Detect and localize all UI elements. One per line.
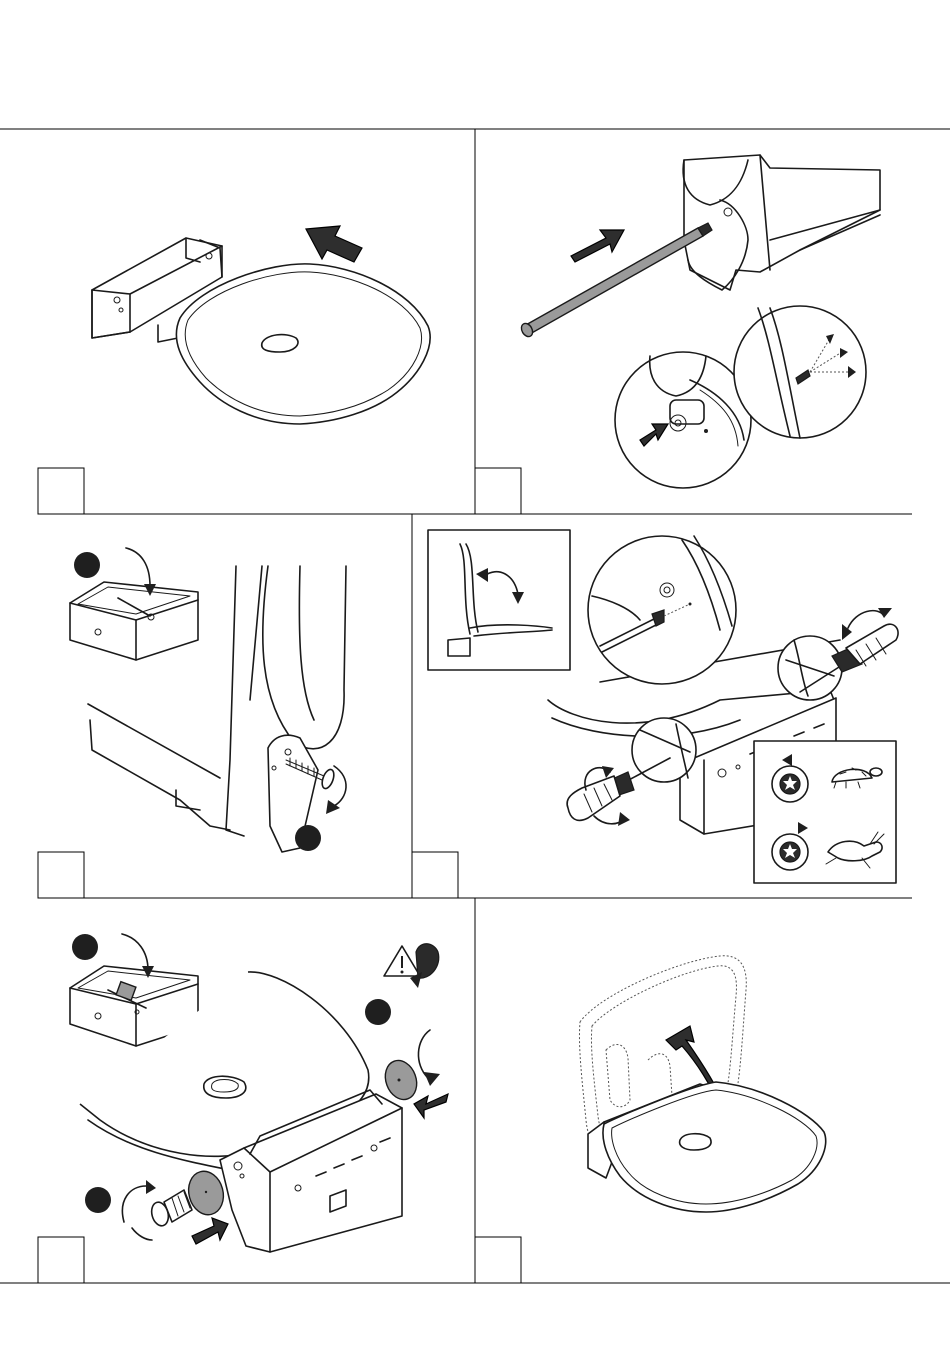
step-marker-1 xyxy=(72,934,98,960)
step-marker-1 xyxy=(74,552,100,578)
panel-mount-seat xyxy=(92,226,430,424)
zoom-circle-right xyxy=(778,636,842,700)
seat-down xyxy=(603,1082,826,1212)
warning-sign-icon xyxy=(384,944,439,988)
parts-box xyxy=(70,582,198,660)
speed-legend xyxy=(754,741,896,883)
zoom-circle-tip xyxy=(734,306,866,438)
push-arrow-icon xyxy=(571,230,624,262)
end-cap xyxy=(380,1056,422,1104)
step-marker-2 xyxy=(365,999,391,1025)
step-box-1 xyxy=(38,468,84,514)
panel-insert-rod xyxy=(519,155,880,488)
step-box-2 xyxy=(475,468,521,514)
step-box-6 xyxy=(475,1237,521,1283)
slide-arrow-icon xyxy=(306,226,362,262)
seat xyxy=(176,264,430,424)
step-marker-2 xyxy=(295,825,321,851)
step-box-3 xyxy=(38,852,84,898)
panel-tighten xyxy=(428,530,898,883)
panel-caps xyxy=(70,934,448,1252)
seat-rotation-inset xyxy=(428,530,570,670)
step-box-5 xyxy=(38,1237,84,1283)
zoom-circle-push xyxy=(615,352,751,488)
zoom-circle-hex xyxy=(588,536,736,684)
knob xyxy=(149,1190,192,1228)
panel-fold-test xyxy=(579,956,825,1212)
panel-screw-pivot xyxy=(70,548,346,852)
step-box-4 xyxy=(412,852,458,898)
step-marker-3 xyxy=(85,1187,111,1213)
